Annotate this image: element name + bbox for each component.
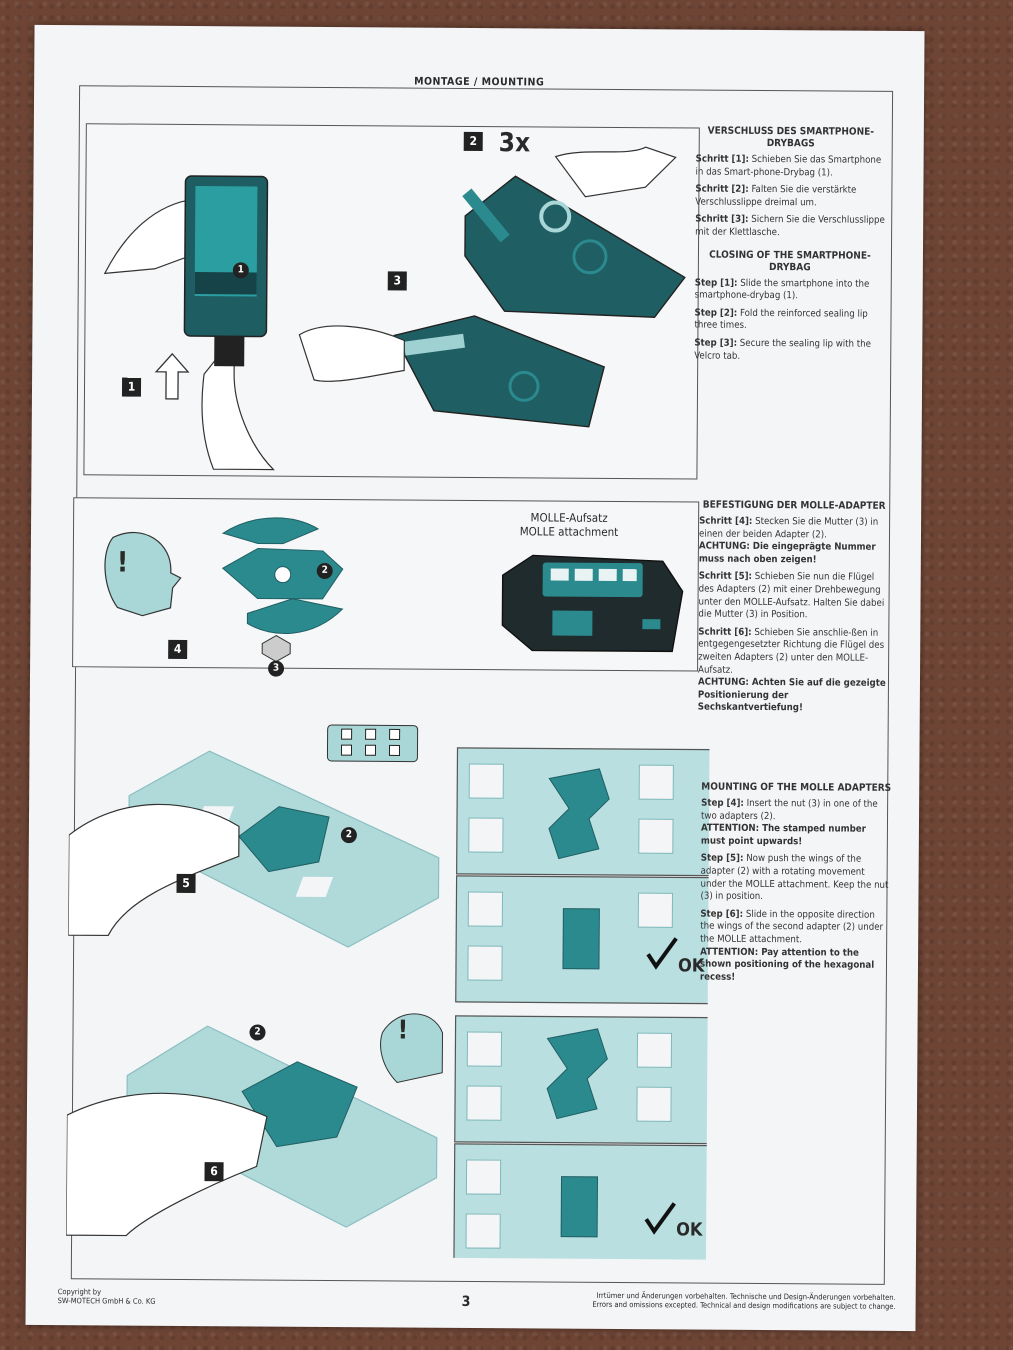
- molle-parts-illustration: [104, 517, 684, 663]
- footer-disclaimer: Irrtümer und Änderungen vorbehalten. Tec…: [546, 1291, 896, 1311]
- step-label: Step [3]:: [694, 337, 738, 349]
- closing-de: VERSCHLUSS DES SMARTPHONE-DRYBAGS Schrit…: [695, 126, 886, 241]
- drybag-illustration: [103, 146, 686, 471]
- step-badge-1: 1: [121, 377, 142, 397]
- molle-label-en: MOLLE attachment: [519, 524, 619, 539]
- callout-4: 2: [340, 827, 357, 844]
- callout-1: 1: [232, 262, 249, 279]
- instruction-sheet: MONTAGE / MOUNTING 1 2 3 3x 1: [25, 24, 925, 1332]
- page-title: MONTAGE / MOUNTING: [404, 75, 555, 89]
- step-label: Step [5]:: [700, 852, 744, 865]
- mounting-illustration: [65, 724, 710, 1260]
- closing-instructions: VERSCHLUSS DES SMARTPHONE-DRYBAGS Schrit…: [694, 126, 886, 374]
- step-label: Schritt [6]:: [698, 626, 752, 638]
- page-number: 3: [461, 1293, 471, 1310]
- step-label: Schritt [1]:: [695, 153, 749, 165]
- mount-de-heading: BEFESTIGUNG DER MOLLE-ADAPTER: [702, 499, 886, 512]
- step-label: Step [1]:: [694, 277, 738, 289]
- warning-exclamation-1: !: [116, 545, 129, 579]
- mount-instructions-de: BEFESTIGUNG DER MOLLE-ADAPTER Schritt [4…: [698, 500, 890, 721]
- step-warning: ACHTUNG: Achten Sie auf die gezeigte Pos…: [697, 676, 886, 714]
- step-badge-6: 6: [204, 1162, 224, 1182]
- step-label: Step [4]:: [701, 797, 744, 809]
- step-label: Schritt [5]:: [698, 570, 753, 583]
- disclaimer-en: Errors and omissions excepted. Technical…: [592, 1299, 896, 1311]
- ok-label-2: OK: [676, 1219, 703, 1241]
- closing-en-heading: CLOSING OF THE SMARTPHONE-DRYBAG: [709, 249, 871, 273]
- molle-attachment-label: MOLLE-Aufsatz MOLLE attachment: [499, 510, 639, 539]
- mount-instructions-en: MOUNTING OF THE MOLLE ADAPTERS Step [4]:…: [700, 782, 891, 991]
- step-badge-2: 2: [463, 131, 483, 152]
- step-label: Step [2]:: [694, 307, 738, 319]
- step-warning: ATTENTION: Pay attention to the shown po…: [699, 946, 875, 983]
- step-warning: ATTENTION: The stamped number must point…: [700, 822, 866, 848]
- footer-copyright: Copyright by SW-MOTECH GmbH & Co. KG: [58, 1287, 156, 1306]
- step-badge-5: 5: [176, 873, 196, 894]
- closing-de-heading: VERSCHLUSS DES SMARTPHONE-DRYBAGS: [707, 125, 875, 150]
- molle-label-de: MOLLE-Aufsatz: [530, 510, 608, 525]
- mount-en-heading: MOUNTING OF THE MOLLE ADAPTERS: [701, 781, 892, 794]
- step-badge-4: 4: [168, 639, 188, 659]
- step-label: Schritt [4]:: [699, 515, 753, 527]
- callout-5: 2: [249, 1024, 266, 1041]
- callout-2: 2: [316, 562, 333, 580]
- closing-en: CLOSING OF THE SMARTPHONE-DRYBAG Step [1…: [694, 249, 885, 364]
- warning-exclamation-2: !: [397, 1015, 409, 1046]
- copyright-company: SW-MOTECH GmbH & Co. KG: [57, 1296, 156, 1306]
- step-warning: ACHTUNG: Die eingeprägte Nummer muss nac…: [698, 540, 876, 566]
- step-badge-3: 3: [387, 271, 407, 291]
- repeat-3x-label: 3x: [498, 128, 531, 159]
- step-label: Schritt [3]:: [695, 213, 749, 226]
- step-label: Schritt [2]:: [695, 183, 749, 196]
- callout-3: 3: [268, 660, 285, 677]
- step-label: Step [6]:: [700, 908, 744, 920]
